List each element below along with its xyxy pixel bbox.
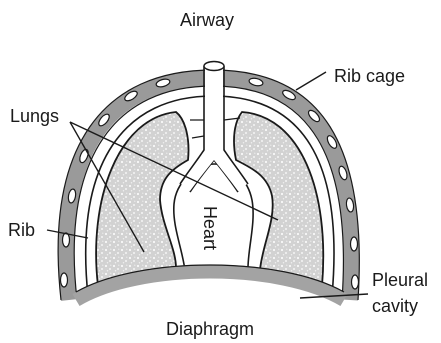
airway-fill — [205, 66, 223, 154]
airway-opening — [204, 62, 224, 71]
rib-cage-leader — [296, 72, 326, 90]
cavity-label: cavity — [372, 296, 418, 316]
lungs-label: Lungs — [10, 106, 59, 126]
airway-label: Airway — [180, 10, 234, 30]
rib — [63, 233, 70, 247]
heart-label: Heart — [200, 206, 220, 250]
pleural-label: Pleural — [372, 270, 428, 290]
rib — [351, 237, 358, 251]
rib-label: Rib — [8, 220, 35, 240]
diaphragm-label: Diaphragm — [166, 319, 254, 339]
rib — [352, 275, 359, 289]
rib-cage-label: Rib cage — [334, 66, 405, 86]
rib — [61, 273, 68, 287]
